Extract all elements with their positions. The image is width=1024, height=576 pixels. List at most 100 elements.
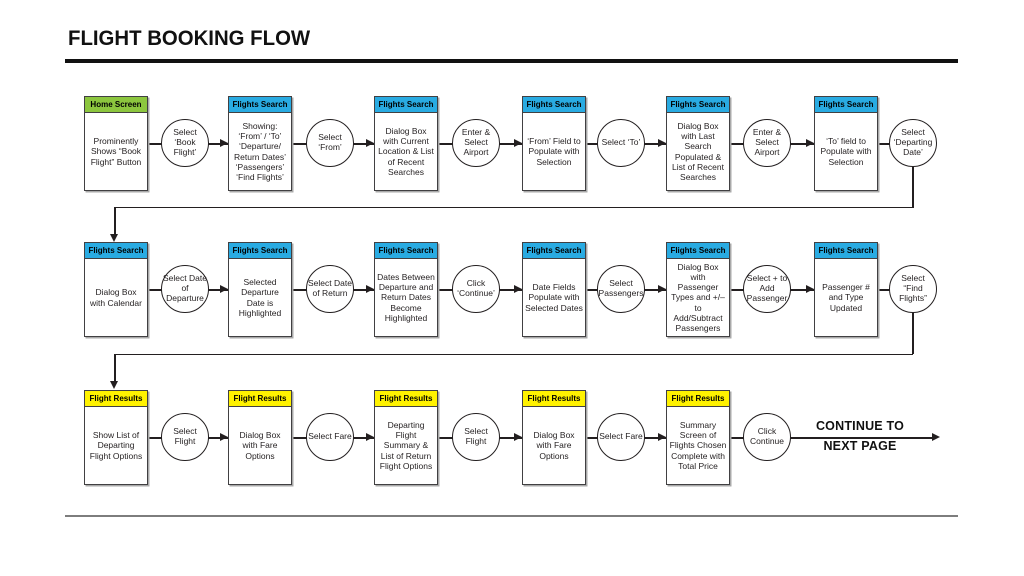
box-header: Flight Results — [229, 391, 291, 407]
arrow-right-icon — [220, 432, 228, 441]
flow-step-circle: Click Continue — [743, 413, 791, 461]
circle-label: Select ‘To’ — [601, 137, 641, 148]
arrow-right-icon — [366, 284, 374, 293]
circle-label: Click ‘Continue’ — [457, 278, 495, 298]
flow-box: Flights Search Passenger # and Type Upda… — [814, 242, 878, 337]
arrow-right-icon — [220, 284, 228, 293]
box-body: Dialog Box with Last Search Populated & … — [672, 120, 724, 182]
flow-row-3: Flight Results Show List of Departing Fl… — [84, 390, 984, 485]
flow-step-circle: Enter & Select Airport — [743, 119, 791, 167]
arrow-right-icon — [932, 432, 940, 441]
flow-box: Flights Search Dialog Box with Calendar — [84, 242, 148, 337]
flow-step-circle: Click ‘Continue’ — [452, 265, 500, 313]
box-header: Flight Results — [375, 391, 437, 407]
wrap-connector — [114, 206, 116, 236]
flow-box: Flights Search ‘To’ field to Populate wi… — [814, 96, 878, 191]
box-header: Flights Search — [229, 243, 291, 259]
wrap-connector — [912, 313, 914, 354]
box-header: Flights Search — [667, 243, 729, 259]
title-rule — [65, 59, 958, 63]
circle-label: Select ‘Departing Date’ — [893, 127, 933, 157]
box-body: Passenger # and Type Updated — [822, 282, 870, 313]
box-body: Dialog Box with Passenger Types and +/– … — [671, 261, 725, 333]
arrow-right-icon — [366, 138, 374, 147]
box-header: Flight Results — [523, 391, 585, 407]
flow-row-1: Home Screen Prominently Shows “Book Flig… — [84, 96, 984, 191]
box-body: Show List of Departing Flight Options — [89, 430, 143, 461]
box-body: Dates Between Departure and Return Dates… — [377, 272, 435, 323]
arrow-right-icon — [514, 432, 522, 441]
box-header: Flights Search — [523, 243, 585, 259]
continue-label-line1: CONTINUE TO — [815, 419, 905, 433]
box-body: Dialog Box with Current Location & List … — [378, 126, 434, 177]
circle-label: Enter & Select Airport — [752, 127, 782, 157]
flow-step-circle: Select ‘To’ — [597, 119, 645, 167]
circle-label: Select ‘Passengers’ — [596, 278, 646, 298]
arrow-right-icon — [658, 284, 666, 293]
flow-box: Flight Results Dialog Box with Fare Opti… — [522, 390, 586, 485]
flow-step-circle: Select ‘Departing Date’ — [889, 119, 937, 167]
box-body: Date Fields Populate with Selected Dates — [525, 282, 583, 313]
flow-box: Flights Search Date Fields Populate with… — [522, 242, 586, 337]
flow-step-circle: Select ‘Passengers’ — [597, 265, 645, 313]
arrow-right-icon — [514, 284, 522, 293]
flow-box: Flights Search Dates Between Departure a… — [374, 242, 438, 337]
flow-box: Flight Results Summary Screen of Flights… — [666, 390, 730, 485]
circle-label: Enter & Select Airport — [461, 127, 491, 157]
arrow-right-icon — [366, 432, 374, 441]
flow-step-circle: Select Date of Departure — [161, 265, 209, 313]
flow-step-circle: Select ‘From’ — [306, 119, 354, 167]
arrow-right-icon — [220, 138, 228, 147]
wrap-connector — [912, 167, 914, 208]
arrow-right-icon — [658, 432, 666, 441]
wrap-connector — [114, 353, 116, 383]
circle-label: Select + to Add Passenger — [746, 273, 788, 303]
box-header: Flights Search — [815, 97, 877, 113]
box-header: Flights Search — [815, 243, 877, 259]
flow-step-circle: Enter & Select Airport — [452, 119, 500, 167]
page-title: FLIGHT BOOKING FLOW — [68, 27, 311, 50]
arrow-right-icon — [658, 138, 666, 147]
box-body: Selected Departure Date is Highlighted — [238, 277, 282, 318]
box-header: Home Screen — [85, 97, 147, 113]
circle-label: Select Date of Departure — [163, 273, 207, 303]
arrow-right-icon — [806, 138, 814, 147]
box-header: Flights Search — [85, 243, 147, 259]
flow-step-circle: Select “Find Flights” — [889, 265, 937, 313]
circle-label: Select ‘Book Flight’ — [173, 127, 197, 157]
box-header: Flight Results — [85, 391, 147, 407]
flow-box: Flights Search Dialog Box with Last Sear… — [666, 96, 730, 191]
box-header: Flights Search — [375, 97, 437, 113]
flow-box: Flights Search Dialog Box with Current L… — [374, 96, 438, 191]
flow-step-circle: Select Date of Return — [306, 265, 354, 313]
flow-box: Flights Search Selected Departure Date i… — [228, 242, 292, 337]
box-body: ‘From’ Field to Populate with Selection — [527, 136, 581, 167]
circle-label: Select Flight — [464, 426, 488, 446]
flow-step-circle: Select Flight — [161, 413, 209, 461]
circle-label: Select Date of Return — [308, 278, 352, 298]
box-body: Dialog Box with Fare Options — [239, 430, 281, 461]
flow-box-home-screen: Home Screen Prominently Shows “Book Flig… — [84, 96, 148, 191]
continue-label-line2: NEXT PAGE — [823, 439, 897, 453]
box-body: Showing: ‘From’ / ‘To’ ‘Departure/ Retur… — [234, 120, 286, 182]
box-header: Flights Search — [375, 243, 437, 259]
circle-label: Select Fare — [599, 431, 643, 442]
flow-box: Flights Search Showing: ‘From’ / ‘To’ ‘D… — [228, 96, 292, 191]
arrow-down-icon — [110, 234, 118, 242]
connector-line — [84, 437, 934, 439]
flow-box: Flight Results Dialog Box with Fare Opti… — [228, 390, 292, 485]
flow-step-circle: Select Flight — [452, 413, 500, 461]
flow-step-circle: Select Fare — [597, 413, 645, 461]
footer-rule — [65, 515, 958, 517]
flow-box: Flight Results Show List of Departing Fl… — [84, 390, 148, 485]
box-body: Dialog Box with Fare Options — [533, 430, 575, 461]
flow-box: Flights Search Dialog Box with Passenger… — [666, 242, 730, 337]
box-body: ‘To’ field to Populate with Selection — [820, 136, 872, 167]
box-header: Flights Search — [229, 97, 291, 113]
arrow-right-icon — [806, 284, 814, 293]
wrap-connector — [114, 206, 913, 208]
circle-label: Select Flight — [173, 426, 197, 446]
circle-label: Click Continue — [749, 426, 785, 446]
flow-step-circle: Select Fare — [306, 413, 354, 461]
flow-box: Flight Results Departing Flight Summary … — [374, 390, 438, 485]
